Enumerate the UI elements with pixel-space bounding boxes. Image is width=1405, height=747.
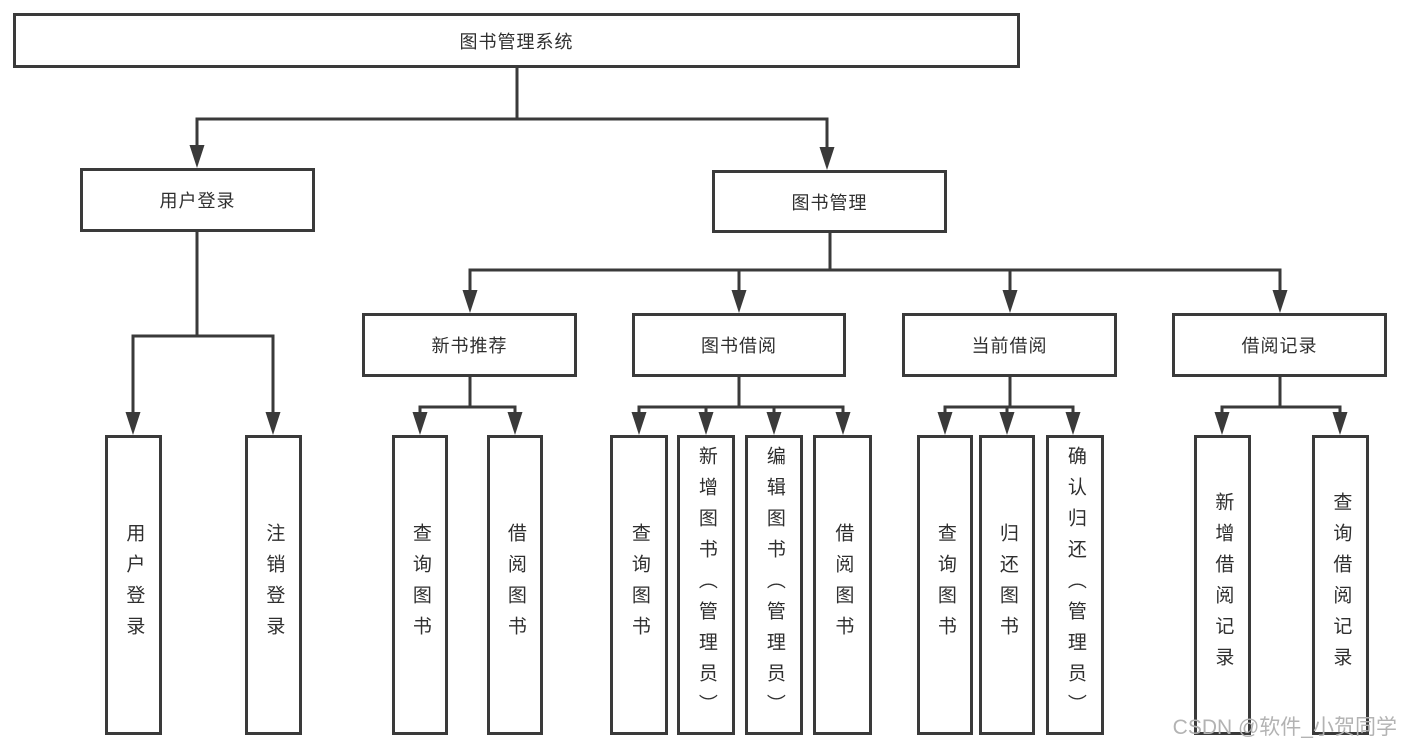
leaf-query-books-current: 查询图书 (917, 435, 973, 735)
leaf-query-books-borrowing: 查询图书 (610, 435, 668, 735)
leaf-logout: 注销登录 (245, 435, 302, 735)
leaf-logout-label: 注销登录 (263, 523, 285, 647)
leaf-add-books-admin-label: 新增图书（管理员） (695, 445, 717, 725)
node-user-login: 用户登录 (80, 168, 315, 232)
node-borrow-records: 借阅记录 (1172, 313, 1387, 377)
leaf-confirm-return-admin-label: 确认归还（管理员） (1064, 445, 1086, 725)
leaf-borrow-books-borrowing: 借阅图书 (813, 435, 872, 735)
node-book-management: 图书管理 (712, 170, 947, 233)
leaf-query-books-recommend-label: 查询图书 (409, 523, 431, 647)
leaf-query-borrow-record: 查询借阅记录 (1312, 435, 1369, 735)
leaf-return-books-label: 归还图书 (996, 523, 1018, 647)
leaf-user-login: 用户登录 (105, 435, 162, 735)
node-library-system: 图书管理系统 (13, 13, 1020, 68)
leaf-borrow-books-recommend: 借阅图书 (487, 435, 543, 735)
leaf-confirm-return-admin: 确认归还（管理员） (1046, 435, 1104, 735)
node-new-book-recommendation: 新书推荐 (362, 313, 577, 377)
leaf-add-books-admin: 新增图书（管理员） (677, 435, 735, 735)
leaf-add-borrow-record: 新增借阅记录 (1194, 435, 1251, 735)
leaf-add-borrow-record-label: 新增借阅记录 (1212, 492, 1234, 678)
leaf-query-books-recommend: 查询图书 (392, 435, 448, 735)
node-book-borrowing: 图书借阅 (632, 313, 846, 377)
leaf-return-books: 归还图书 (979, 435, 1035, 735)
leaf-query-borrow-record-label: 查询借阅记录 (1330, 492, 1352, 678)
node-current-borrowing: 当前借阅 (902, 313, 1117, 377)
leaf-borrow-books-recommend-label: 借阅图书 (504, 523, 526, 647)
leaf-borrow-books-borrowing-label: 借阅图书 (832, 523, 854, 647)
leaf-edit-books-admin-label: 编辑图书（管理员） (763, 445, 785, 725)
leaf-query-books-current-label: 查询图书 (934, 523, 956, 647)
arrowheads (125, 145, 1348, 435)
leaf-user-login-label: 用户登录 (123, 523, 145, 647)
leaf-query-books-borrowing-label: 查询图书 (628, 523, 650, 647)
leaf-edit-books-admin: 编辑图书（管理员） (745, 435, 803, 735)
